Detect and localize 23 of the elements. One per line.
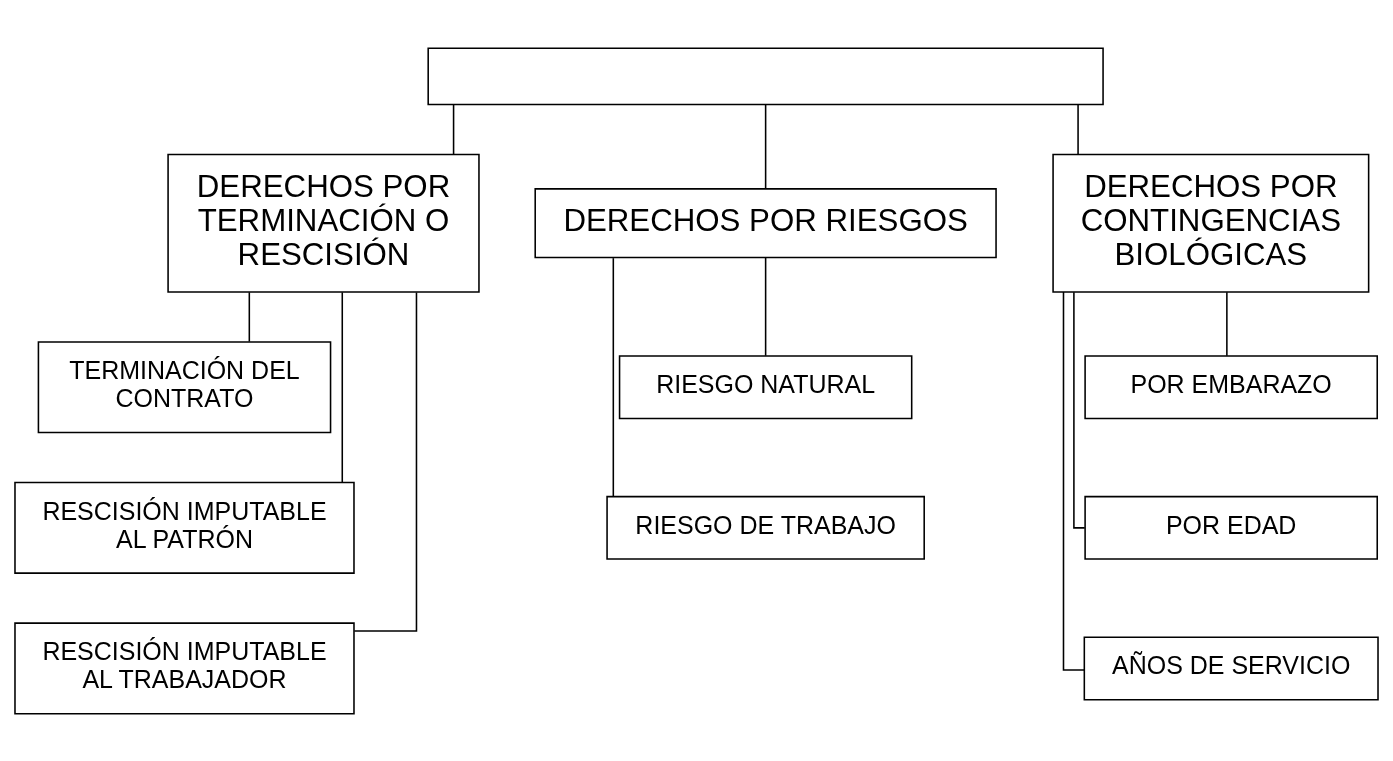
connector — [1073, 291, 1086, 529]
node-box: POR EDAD — [1084, 495, 1378, 560]
node-box: TERMINACIÓN DEL CONTRATO — [37, 340, 332, 433]
connector — [612, 256, 615, 497]
node-box: AÑOS DE SERVICIO — [1083, 635, 1379, 700]
node-box: RESCISIÓN IMPUTABLE AL TRABAJADOR — [14, 621, 355, 715]
node-box: DERECHOS POR RIESGOS — [534, 187, 997, 258]
connector — [764, 103, 767, 190]
connector — [1077, 103, 1079, 155]
node-box: RESCISIÓN IMPUTABLE AL PATRÓN — [14, 481, 355, 574]
connector — [1062, 290, 1085, 671]
connector — [764, 256, 767, 356]
node-box: RIESGO NATURAL — [618, 354, 913, 419]
node-box: DERECHOS POR TERMINACIÓN O RESCISIÓN — [167, 153, 480, 293]
connector — [341, 291, 344, 483]
node-box: RIESGO DE TRABAJO — [606, 495, 925, 560]
connector — [353, 291, 418, 632]
node-box: POR EMBARAZO — [1084, 354, 1378, 419]
connector — [248, 291, 251, 342]
connector — [1226, 291, 1228, 356]
node-box: DERECHOS POR CONTINGENCIAS BIOLÓGICAS — [1052, 153, 1370, 293]
node-box — [427, 46, 1104, 105]
connector — [452, 103, 455, 155]
